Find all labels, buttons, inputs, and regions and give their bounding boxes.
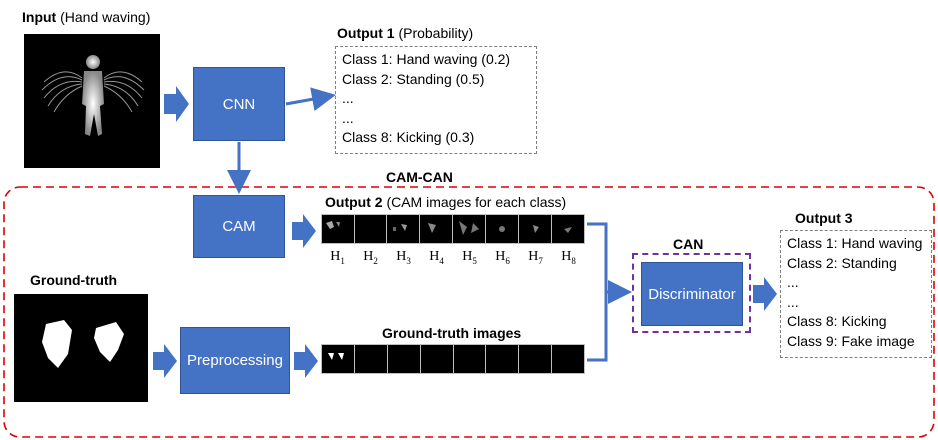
arrow-cnn-to-output1 [285,87,336,112]
arrow-gtimages-to-discriminator [587,292,608,362]
output3-title: Output 3 [795,210,853,226]
input-image [24,34,160,168]
cam-image-strip [321,214,585,244]
output3-line: Class 2: Standing [787,254,897,271]
output1-line: Class 8: Kicking (0.3) [342,129,475,145]
h-label: H3 [396,249,411,266]
input-title: Input (Hand waving) [22,9,151,25]
arrow-gt-to-preprocessing [153,344,177,378]
output1-line: ... [342,90,354,106]
cam-image [420,215,452,243]
cam-image [387,215,419,243]
output3-line: ... [787,293,799,310]
ground-truth-image [14,294,148,402]
gt-image [420,345,453,373]
output1-line: Class 1: Hand waving (0.2) [342,51,511,67]
output3-box: Class 1: Hand waving Class 2: Standing .… [780,230,932,358]
gt-image [355,345,387,373]
output1-title: Output 1 (Probability) [337,25,474,41]
arrow-output2-to-discriminator [587,222,632,304]
camcan-label: CAM-CAN [386,169,453,185]
output1-line: Class 2: Standing (0.5) [342,70,485,87]
gt-image [519,345,552,373]
output2-title: Output 2 (CAM images for each class) [325,194,567,210]
output3-line: Class 8: Kicking [787,313,887,329]
cnn-block: CNN [193,67,285,141]
output3-line: Class 9: Fake image [787,332,915,349]
cam-image [355,215,386,243]
cam-class-labels: H1 H2 H3 H4 H5 H6 H7 H8 [321,249,585,266]
cam-block: CAM [193,195,285,258]
preprocessing-block: Preprocessing [180,327,290,394]
arrow-discriminator-to-output3 [753,277,777,311]
ground-truth-mask [42,320,124,368]
h-label: H5 [462,249,477,266]
h-label: H8 [561,249,576,266]
h-label: H4 [429,249,444,266]
output1-line: ... [342,109,354,126]
discriminator-block: Discriminator [641,262,743,326]
hand-waving-silhouette [41,55,145,136]
output3-line: Class 1: Hand waving [787,235,923,251]
cam-image [552,215,584,243]
gt-image [453,345,486,373]
cam-image [453,215,485,243]
h-label: H2 [363,249,378,266]
cam-image [519,215,551,243]
cam-image [322,215,354,243]
h-label: H1 [330,249,345,266]
h-label: H7 [528,249,543,266]
gt-images-title: Ground-truth images [382,325,522,341]
cam-image [486,215,518,243]
arrow-cam-to-output2 [292,214,316,248]
arrow-input-to-cnn [164,86,189,122]
gt-image [387,345,420,373]
gt-image [552,345,585,373]
gt-image [486,345,519,373]
h-label: H6 [495,249,510,266]
output3-line: ... [787,274,799,290]
ground-truth-title: Ground-truth [30,272,118,288]
output1-box: Class 1: Hand waving (0.2) Class 2: Stan… [335,46,537,154]
gt-image-strip [321,344,585,374]
gt-image [322,345,354,373]
can-label: CAN [673,236,704,252]
arrow-preprocessing-to-gtimages [294,344,318,378]
